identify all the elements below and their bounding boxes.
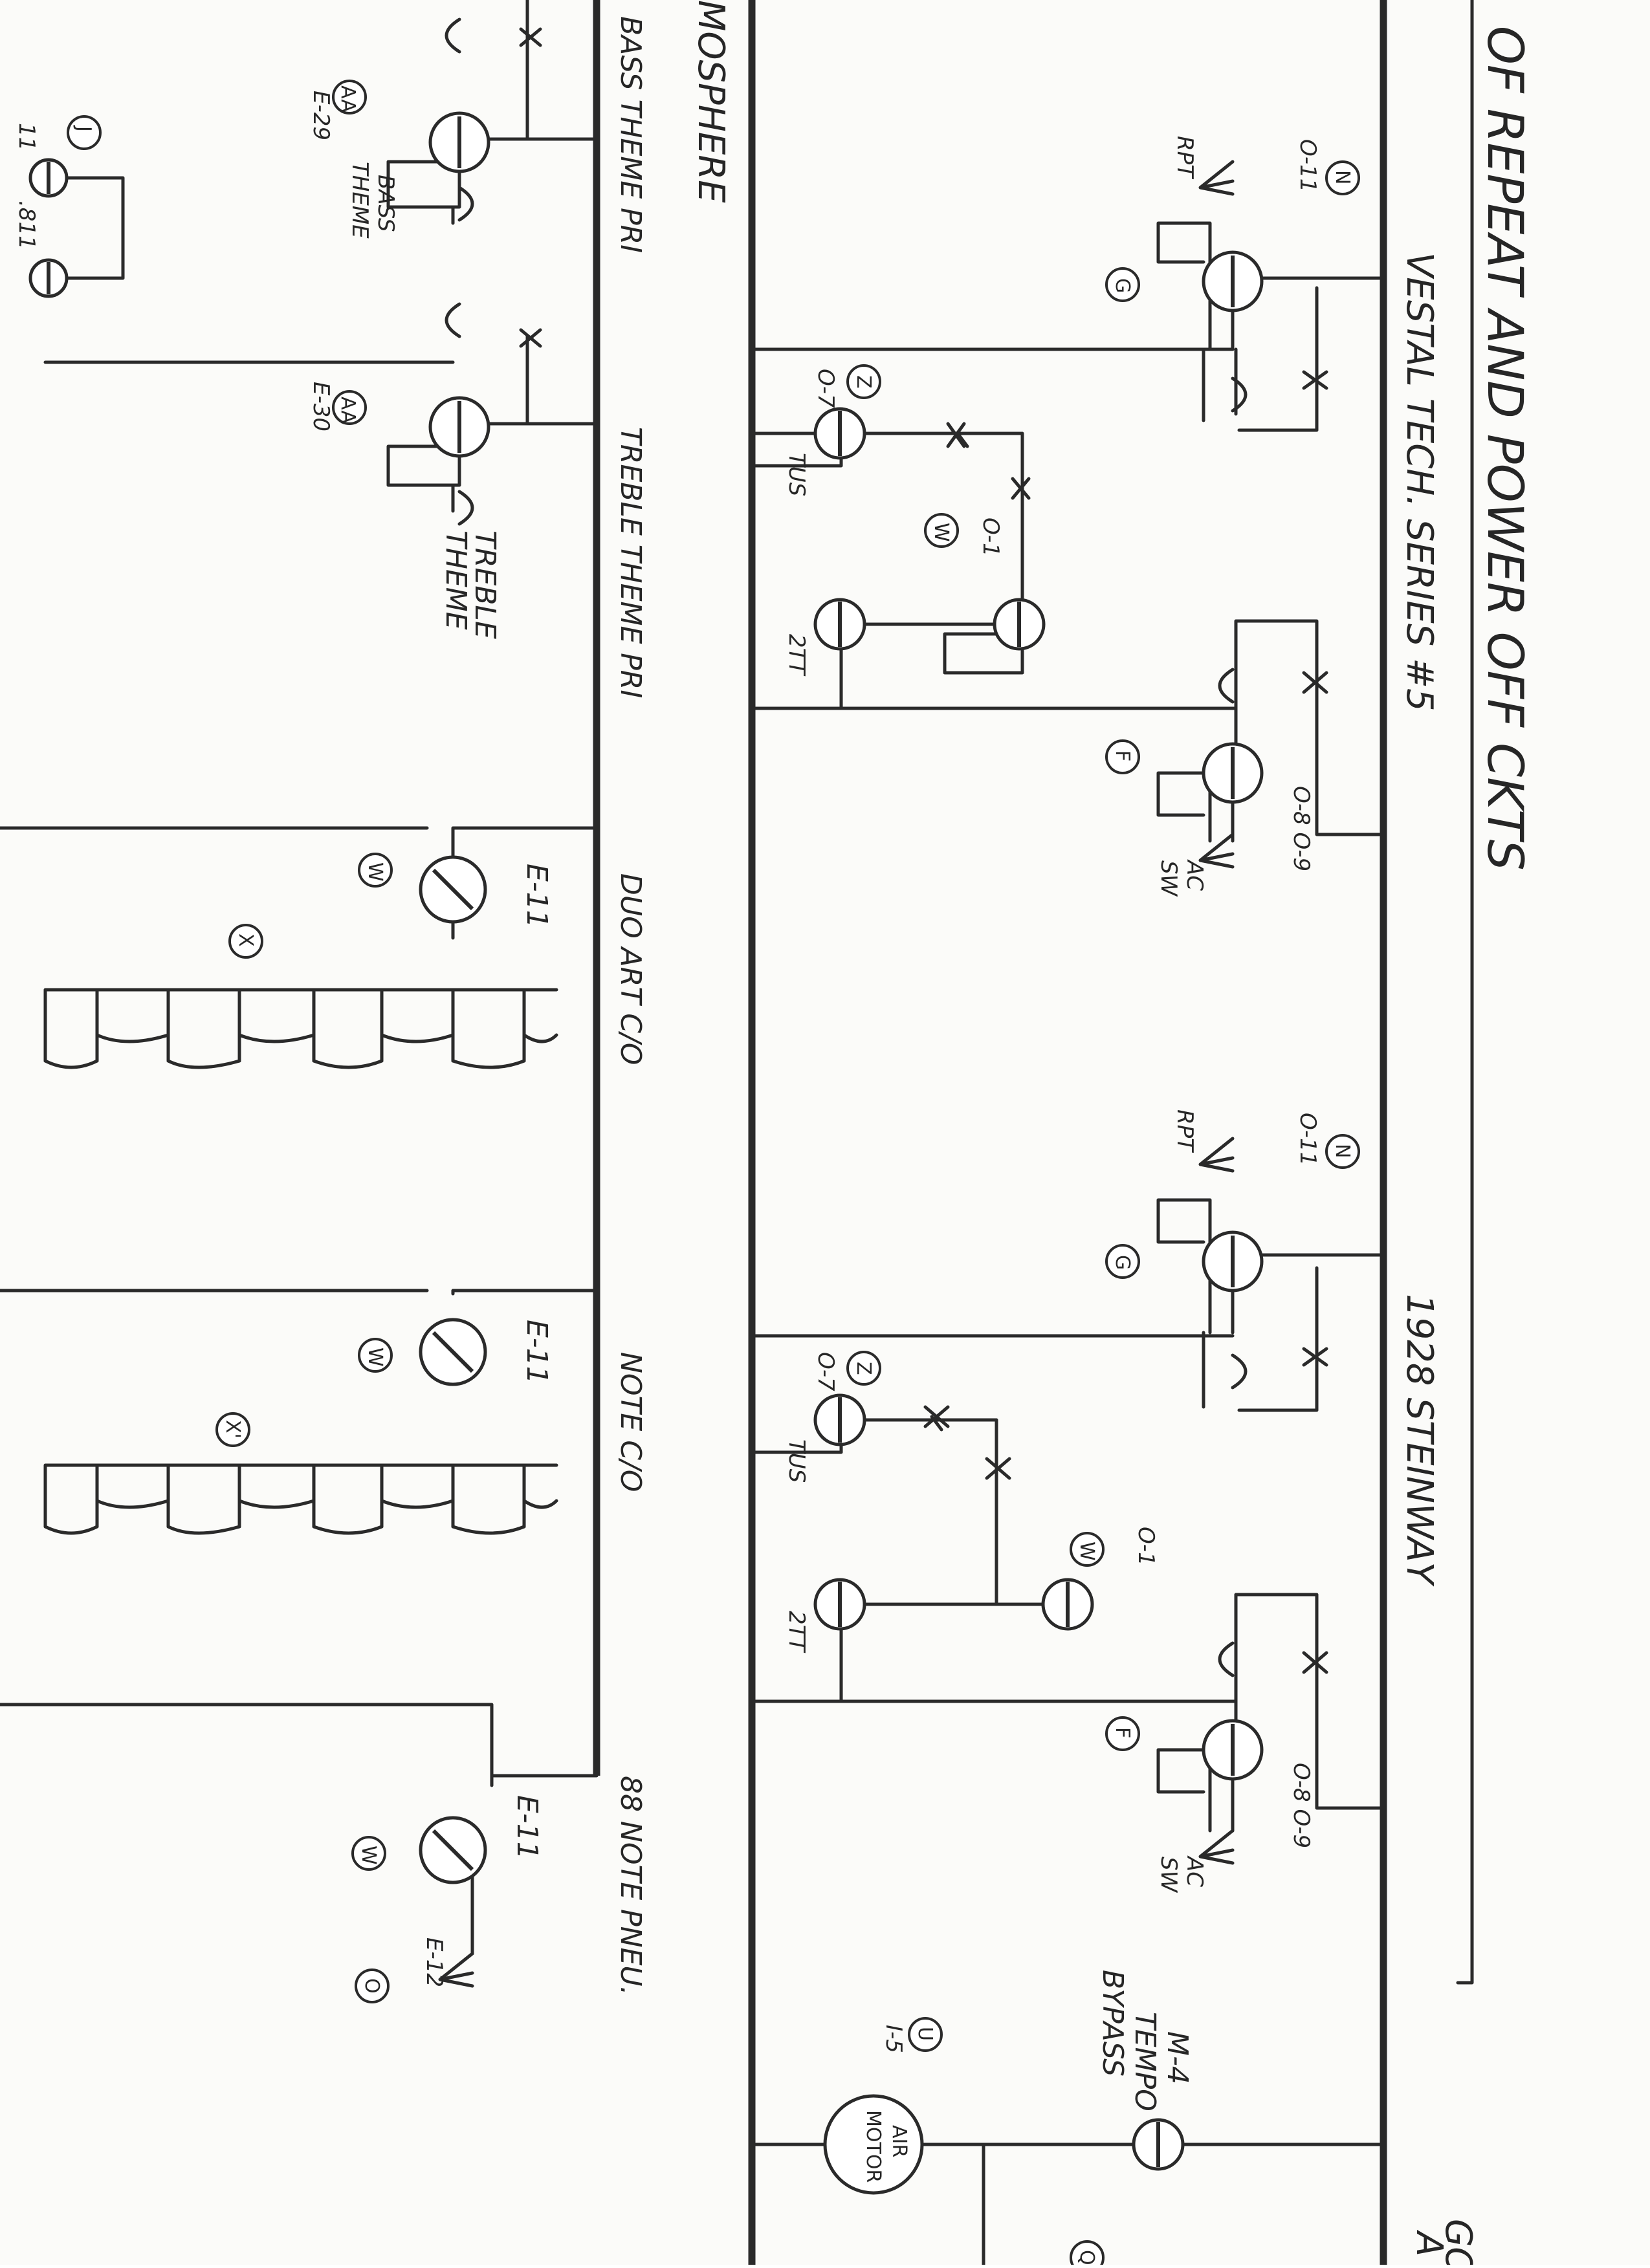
label-ac-2: AC	[1182, 1855, 1207, 1887]
label-tus-2: TUS	[784, 1439, 809, 1483]
switch-arrows	[438, 160, 1235, 1988]
label-e12: E-12	[421, 1937, 447, 1987]
ref-w-2: W	[1075, 1542, 1098, 1561]
steinway-circuit	[750, 1198, 1385, 1833]
label-motor: MOTOR	[862, 2110, 885, 2183]
title-bracket	[1456, 0, 1474, 1985]
duo-art-label: DUO ART C/O	[614, 873, 647, 1065]
label-o7: O-7	[813, 369, 839, 408]
ref-z-2: Z	[852, 1362, 875, 1375]
label-bass: BASS	[373, 175, 399, 232]
bass-theme-pri-label: BASS THEME PRI	[614, 16, 647, 253]
ref-x-prime: X'	[221, 1420, 244, 1439]
label-o8-o9-2: O-8 O-9	[1288, 1763, 1314, 1848]
crossovers	[519, 27, 1328, 1674]
label-e11-1: E-11	[520, 864, 553, 928]
steinway-section-title: 1928 STEINWAY	[1398, 1294, 1440, 1587]
label-m4: M-4	[1161, 2031, 1194, 2084]
ref-q: Q	[1075, 2250, 1098, 2265]
note-co-label: NOTE C/O	[614, 1352, 647, 1492]
label-e30: E-30	[308, 382, 334, 431]
label-tus: TUS	[784, 453, 809, 496]
ref-w-4: W	[364, 1347, 386, 1367]
title-group: OF REPEAT AND POWER OFF CKTS	[1477, 26, 1534, 871]
ref-z: Z	[852, 375, 875, 389]
ref-g-2: G	[1111, 1255, 1134, 1270]
label-bypass: BYPASS	[1096, 1970, 1129, 2077]
label-theme-1: THEME	[347, 162, 373, 239]
label-o1: O-1	[978, 518, 1004, 557]
ref-g: G	[1111, 278, 1134, 293]
label-2tt-2: 2TT	[784, 1611, 809, 1653]
label-sw: SW	[1156, 860, 1182, 897]
treble-theme-pri-label: TREBLE THEME PRI	[614, 427, 647, 698]
label-o8-o9: O-8 O-9	[1288, 786, 1314, 871]
cut-label-11: 11	[14, 123, 39, 151]
cut-label-a: A	[1408, 2230, 1450, 2256]
label-tempo: TEMPO	[1128, 2012, 1161, 2111]
label-rpt: RPT	[1172, 136, 1198, 179]
label-2tt: 2TT	[784, 634, 809, 676]
label-sw-2: SW	[1156, 1857, 1182, 1893]
note-pneu-label: 88 NOTE PNEU.	[614, 1776, 647, 1996]
ref-w: W	[930, 523, 952, 542]
ref-j: J	[72, 125, 95, 132]
ref-f-2: F	[1111, 1727, 1134, 1738]
label-theme-2: THEME	[439, 530, 472, 630]
reference-circles	[67, 80, 1360, 2268]
diagram-title: OF REPEAT AND POWER OFF CKTS	[1477, 26, 1534, 871]
label-e11-2: E-11	[520, 1320, 553, 1384]
label-rpt-2: RPT	[1172, 1109, 1198, 1153]
ref-o: O	[360, 1978, 383, 1994]
ref-n: N	[1331, 170, 1354, 184]
ref-w-5: W	[357, 1846, 380, 1865]
pouch-arcs	[43, 17, 1248, 1677]
label-o7-2: O-7	[813, 1352, 839, 1391]
ref-w-3: W	[364, 862, 386, 882]
vestal-circuit	[749, 221, 1385, 843]
label-ac: AC	[1182, 859, 1207, 891]
cut-label-811: .811	[14, 201, 39, 250]
ref-n-2: N	[1331, 1144, 1354, 1158]
cut-label-gov: GOV	[1437, 2219, 1479, 2265]
atmosphere-label: MOSPHERE	[690, 0, 732, 203]
label-air: AIR	[888, 2125, 910, 2157]
label-o11: O-11	[1295, 139, 1321, 192]
theme-circuit	[0, 0, 599, 1956]
ref-x: X	[234, 933, 257, 947]
ref-aa-1: AA	[336, 85, 359, 113]
ref-aa-2: AA	[336, 397, 359, 424]
label-i5: I-5	[881, 2025, 907, 2053]
ref-f: F	[1111, 750, 1134, 761]
vestal-section-title: VESTAL TECH. SERIES #5	[1398, 252, 1440, 712]
label-e11-3: E-11	[511, 1795, 544, 1860]
label-o1-2: O-1	[1133, 1527, 1159, 1566]
ref-u: U	[914, 2027, 936, 2041]
valve-symbols	[28, 111, 1264, 2195]
label-o11-2: O-11	[1295, 1113, 1321, 1166]
label-e29: E-29	[308, 91, 334, 140]
label-treble: TREBLE	[468, 530, 501, 639]
